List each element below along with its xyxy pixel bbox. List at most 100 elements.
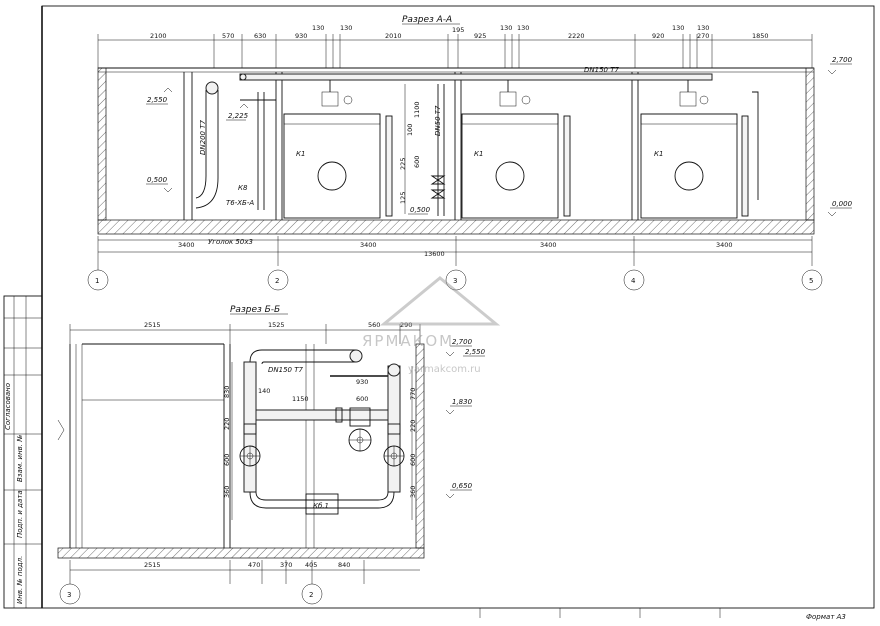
dim-aa-top-9: 130 — [500, 24, 512, 32]
level-aa-0500: 0,500 — [147, 176, 168, 184]
dim-bb-bottom-3: 405 — [305, 561, 317, 569]
label-bb-dn150: DN150 T7 — [268, 366, 303, 374]
section-aa-axes: 1 2 3 4 5 — [87, 266, 823, 291]
section-bb-structure — [57, 343, 425, 559]
boiler-unit-2: К1 — [461, 80, 559, 219]
level-aa-0000: 0,000 — [832, 200, 853, 208]
section-aa-riser-pipes — [240, 84, 759, 217]
section-aa-dn200-pipe: DN200 T7 — [195, 81, 219, 209]
vdim-aa-3: 225 — [399, 158, 407, 170]
stamp-agreed: Согласовано — [4, 383, 12, 430]
dim-bb-top-1: 1525 — [268, 321, 285, 329]
vdim-aa-1: 100 — [406, 124, 414, 136]
valve-tag-k8: К8 — [238, 184, 248, 192]
section-aa-floor-slab — [97, 219, 815, 235]
level-aa-2700: 2,700 — [832, 56, 853, 64]
level-bb-2700: 2,700 — [452, 338, 473, 346]
dim-aa-top-7: 195 — [452, 26, 464, 34]
watermark-url: yarmakcom.ru — [408, 364, 481, 375]
dim-aa-bottom-3: 3400 — [716, 241, 733, 249]
vdim-bb-left-2: 600 — [223, 454, 231, 466]
vdim-aa-0: 1100 — [413, 101, 421, 118]
dim-aa-top-13: 130 — [672, 24, 684, 32]
dim-aa-top-4: 130 — [312, 24, 324, 32]
dim-bb-bottom-4: 840 — [338, 561, 350, 569]
axis-aa-3: 3 — [453, 277, 457, 285]
section-aa: Разрез А-А 2100 570 630 930 130 130 2010 — [87, 15, 853, 291]
angle-label: Уголок 50х3 — [208, 238, 253, 246]
stamp-sign-date: Подп. и дата — [16, 490, 24, 538]
section-bb-title: Разрез Б-Б — [230, 305, 280, 315]
level-aa-0500b: 0,500 — [410, 206, 431, 214]
section-aa-bottom-dimensions: 3400 3400 3400 3400 13600 — [97, 236, 813, 266]
dim-aa-top-1: 570 — [222, 32, 234, 40]
axis-bb-3: 3 — [67, 591, 71, 599]
section-bb-right-vdims: 770 220 600 360 — [409, 366, 417, 520]
section-aa-title: Разрез А-А — [402, 15, 452, 25]
dim-aa-top-2: 630 — [254, 32, 266, 40]
boiler-unit-3: К1 — [640, 80, 738, 219]
dim-aa-top-5: 130 — [340, 24, 352, 32]
label-aa-dn50: DN50 T7 — [434, 105, 442, 136]
axis-aa-5: 5 — [809, 277, 813, 285]
section-bb-bottom-dimensions: 2515 470 370 405 840 — [69, 560, 420, 584]
dim-bb-bottom-0: 2515 — [144, 561, 161, 569]
handwheel-valve-icon — [383, 445, 405, 467]
handwheel-valve-icon — [239, 445, 261, 467]
vdim-bb-left-0: 830 — [223, 386, 231, 398]
boiler-label-1: К1 — [296, 150, 305, 158]
dim-aa-top-16: 1850 — [752, 32, 769, 40]
dim-aa-bottom-2: 3400 — [540, 241, 557, 249]
dim-aa-top-11: 2220 — [568, 32, 585, 40]
section-aa-levels: 2,700 2,550 2,225 0,500 0,000 0,500 — [146, 56, 853, 217]
vdim-aa-2: 600 — [413, 156, 421, 168]
level-bb-1830: 1,830 — [452, 398, 473, 406]
stamp-inv-no: Инв. № подл. — [16, 556, 24, 604]
dim-bb-top-2: 560 — [368, 321, 380, 329]
dim-bb-inner-3: 600 — [356, 395, 368, 403]
section-bb-piping: DN150 T7 930 140 1150 600 Кб.1 — [239, 349, 405, 515]
dim-aa-total: 13600 — [424, 250, 445, 258]
level-aa-2225: 2,225 — [228, 112, 249, 120]
section-aa-top-dimensions: 2100 570 630 930 130 130 2010 195 925 13… — [97, 24, 813, 68]
dim-bb-bottom-1: 470 — [248, 561, 260, 569]
dim-aa-top-10: 130 — [517, 24, 529, 32]
dim-bb-top-0: 2515 — [144, 321, 161, 329]
vdim-bb-right-0: 770 — [409, 388, 417, 400]
vdim-bb-left-3: 360 — [223, 486, 231, 498]
vdim-bb-right-2: 600 — [409, 454, 417, 466]
dim-aa-top-12: 920 — [652, 32, 664, 40]
vdim-bb-right-1: 220 — [409, 420, 417, 432]
section-aa-main-pipe: DN150 T7 — [239, 66, 713, 81]
dim-bb-inner-1: 140 — [258, 387, 270, 395]
axis-aa-2: 2 — [275, 277, 279, 285]
gate-valve-icon — [430, 175, 446, 199]
vdim-bb-right-3: 360 — [409, 486, 417, 498]
vdim-bb-left-1: 220 — [223, 418, 231, 430]
dim-aa-bottom-0: 3400 — [178, 241, 195, 249]
axis-aa-1: 1 — [95, 277, 99, 285]
watermark-logo-text: ЯРМАКОМ — [362, 332, 454, 350]
section-bb: Разрез Б-Б 2515 1525 560 290 — [57, 305, 486, 605]
handwheel-valve-icon — [348, 407, 372, 452]
dim-aa-top-8: 925 — [474, 32, 486, 40]
dim-bb-bottom-2: 370 — [280, 561, 292, 569]
level-aa-2550: 2,550 — [147, 96, 168, 104]
section-aa-vertical-dims: 1100 100 600 225 125 DN50 T7 — [399, 84, 446, 214]
level-bb-2550: 2,550 — [465, 348, 486, 356]
boiler-unit-1: К1 — [283, 80, 381, 219]
dim-aa-top-0: 2100 — [150, 32, 167, 40]
stamp-replace-inv: Взам. инв. № — [16, 434, 24, 482]
dim-aa-top-6: 2010 — [385, 32, 402, 40]
section-aa-columns — [183, 72, 639, 220]
side-stamp: Согласовано Взам. инв. № Подп. и дата Ин… — [3, 295, 43, 609]
dim-aa-top-3: 930 — [295, 32, 307, 40]
dim-aa-bottom-1: 3400 — [360, 241, 377, 249]
watermark: ЯРМАКОМ yarmakcom.ru — [362, 276, 501, 375]
dim-bb-inner-2: 1150 — [292, 395, 309, 403]
boiler-label-2: К1 — [474, 150, 483, 158]
axis-bb-2: 2 — [309, 591, 313, 599]
format-label: Формат А3 — [806, 613, 846, 621]
section-aa-walls — [97, 67, 815, 221]
